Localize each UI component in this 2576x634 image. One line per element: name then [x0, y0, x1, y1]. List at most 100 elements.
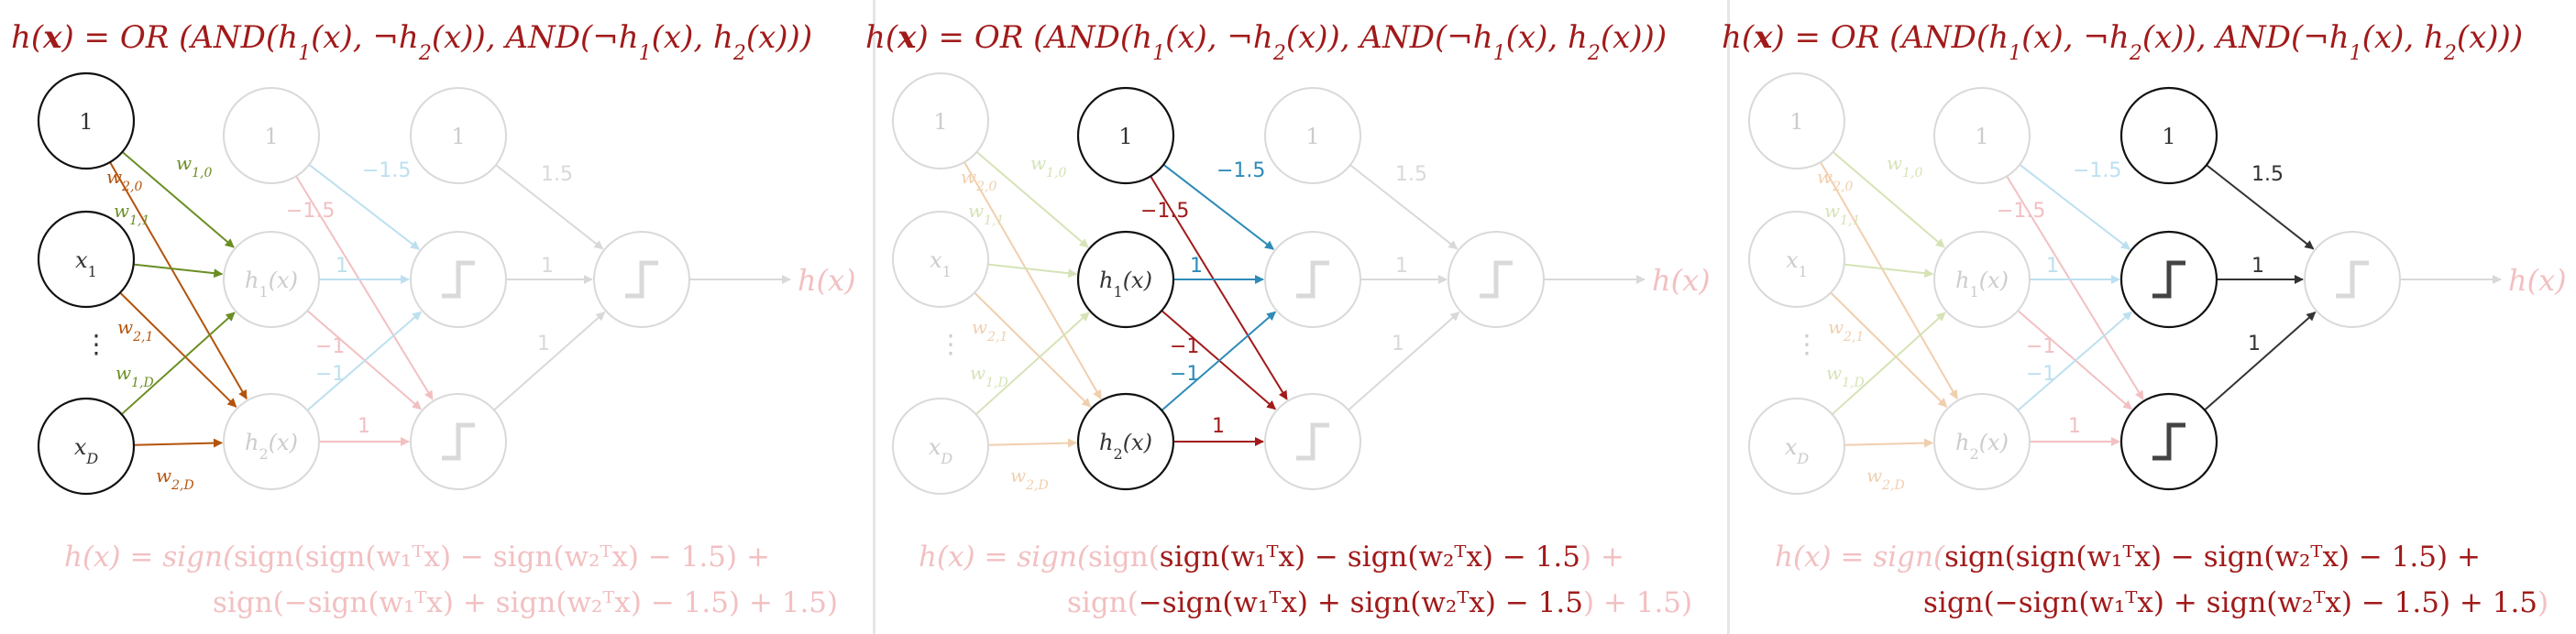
step-icon [2152, 422, 2185, 461]
hidden-bias-node [1076, 86, 1175, 185]
edge-hidden-and [1150, 175, 1288, 400]
input-x1-label: x1 [1786, 247, 1808, 280]
input-bias-label: 1 [1789, 109, 1803, 135]
edge-and-or [1348, 312, 1460, 411]
weight-w1D: w1,D [116, 362, 154, 390]
h1-label: h1(x) [1955, 268, 2009, 301]
weight-and1-bias: −1.5 [362, 159, 411, 182]
edge-input-hidden [975, 151, 1089, 248]
h1-node [1933, 231, 2031, 328]
input-x1-label: x1 [930, 247, 952, 280]
edge-input-hidden [133, 263, 224, 279]
edge-input-hidden [109, 161, 248, 400]
panel-divider [1727, 0, 1730, 634]
input-xD-node [1748, 398, 1845, 495]
and-bias-node [1264, 87, 1361, 184]
weight-w10: w1,0 [1887, 152, 1922, 180]
weight-w2D: w2,D [1010, 465, 1049, 493]
and-bias-node [2119, 86, 2218, 185]
weight-or-bias: 1.5 [541, 163, 573, 186]
weight-w10: w1,0 [1030, 152, 1066, 180]
output-label: h(x) [1652, 263, 1711, 298]
weight-w20: w2,0 [106, 166, 142, 194]
weight-and1-bias: −1.5 [1216, 159, 1265, 182]
panel-divider [873, 0, 875, 634]
weight-h1-and2: −1 [1170, 335, 1199, 358]
weight-h2-and2: 1 [358, 415, 370, 438]
input-x1-node [37, 210, 136, 309]
h1-node [1076, 230, 1175, 329]
input-bias-label: 1 [933, 109, 947, 135]
edge-hidden-and [2019, 163, 2130, 250]
weight-and2-bias: −1.5 [1140, 200, 1189, 223]
and-bias-label: 1 [451, 124, 465, 149]
h2-label: h2(x) [1099, 430, 1152, 463]
panel-2: h(x) = OR (AND(h1(x), ¬h2(x)), AND(¬h1(x… [865, 19, 1711, 619]
weight-h2-and1: −1 [2026, 363, 2055, 386]
weight-and1-or: 1 [541, 255, 554, 278]
edge-hidden-and [2017, 311, 2132, 411]
input-xD-label: xD [74, 434, 99, 467]
weight-w11: w1,1 [968, 200, 1004, 228]
edge-hidden-and [308, 163, 420, 250]
edge-hidden-and [306, 311, 422, 411]
edge-input-hidden [121, 151, 235, 248]
input-bias-label: 1 [79, 109, 93, 135]
weight-and2-bias: −1.5 [286, 200, 335, 223]
edge-input-hidden [974, 312, 1090, 415]
equation-top: h(x) = OR (AND(h1(x), ¬h2(x)), AND(¬h1(x… [11, 19, 812, 65]
weight-and2-or: 1 [537, 333, 550, 355]
edge-input-hidden [1832, 151, 1945, 248]
weight-h1-and2: −1 [2026, 335, 2055, 358]
equation-bottom-line2: sign(−sign(w₁ᵀx) + sign(w₂ᵀx) − 1.5) + 1… [213, 586, 838, 619]
step-icon [442, 260, 475, 299]
input-xD-node [892, 398, 989, 495]
hidden-bias-label: 1 [264, 124, 278, 149]
h2-node [1933, 393, 2031, 490]
equation-bottom-line2: sign(−sign(w₁ᵀx) + sign(w₂ᵀx) − 1.5) + 1… [1067, 586, 1692, 619]
weight-h2-and1: −1 [1170, 363, 1199, 386]
edge-input-hidden [133, 438, 224, 448]
equation-top: h(x) = OR (AND(h1(x), ¬h2(x)), AND(¬h1(x… [865, 19, 1667, 65]
and-bias-label: 1 [1305, 124, 1319, 149]
weight-w11: w1,1 [1824, 200, 1860, 228]
edge-input-hidden [987, 438, 1078, 448]
edge-and-or [2204, 312, 2317, 411]
step-icon [1480, 260, 1513, 299]
input-xD-node [37, 397, 136, 496]
output-label: h(x) [798, 263, 856, 298]
edge-input-hidden [974, 291, 1092, 408]
weight-and2-bias: −1.5 [1997, 200, 2045, 223]
equation-top: h(x) = OR (AND(h1(x), ¬h2(x)), AND(¬h1(x… [1722, 19, 2523, 65]
equation-bottom-line1: h(x) = sign(sign(sign(w₁ᵀx) − sign(w₂ᵀx)… [64, 541, 770, 574]
weight-h1-and1: 1 [2046, 255, 2059, 278]
weight-h1-and1: 1 [336, 255, 348, 278]
step-icon [625, 260, 658, 299]
edge-input-hidden [120, 312, 236, 415]
input-bias-node [1748, 72, 1845, 169]
step-icon [1296, 422, 1329, 461]
weight-w1D: w1,D [1826, 362, 1865, 390]
weight-w21: w2,1 [117, 316, 153, 344]
output-label: h(x) [2508, 263, 2567, 298]
weight-w11: w1,1 [114, 200, 149, 228]
edge-and-or [2206, 164, 2315, 250]
weight-h2-and2: 1 [2068, 415, 2081, 438]
equation-bottom-line2: sign(−sign(w₁ᵀx) + sign(w₂ᵀx) − 1.5) + 1… [1923, 586, 2548, 619]
weight-w21: w2,1 [972, 316, 1007, 344]
and-bias-node [410, 87, 507, 184]
input-bias-node [37, 71, 136, 170]
input-xD-label: xD [929, 434, 953, 467]
h1-label: h1(x) [245, 268, 298, 301]
input-dots: ⋮ [1794, 331, 1820, 359]
h2-label: h2(x) [1955, 430, 2009, 463]
hidden-bias-label: 1 [1975, 124, 1988, 149]
weight-h2-and1: −1 [315, 363, 345, 386]
edge-input-hidden [1844, 263, 1934, 279]
input-dots: ⋮ [938, 331, 963, 359]
input-x1-node [892, 211, 989, 308]
weight-and2-or: 1 [1392, 333, 1404, 355]
hidden-bias-label: 1 [1118, 124, 1132, 149]
weight-h1-and2: −1 [315, 335, 345, 358]
